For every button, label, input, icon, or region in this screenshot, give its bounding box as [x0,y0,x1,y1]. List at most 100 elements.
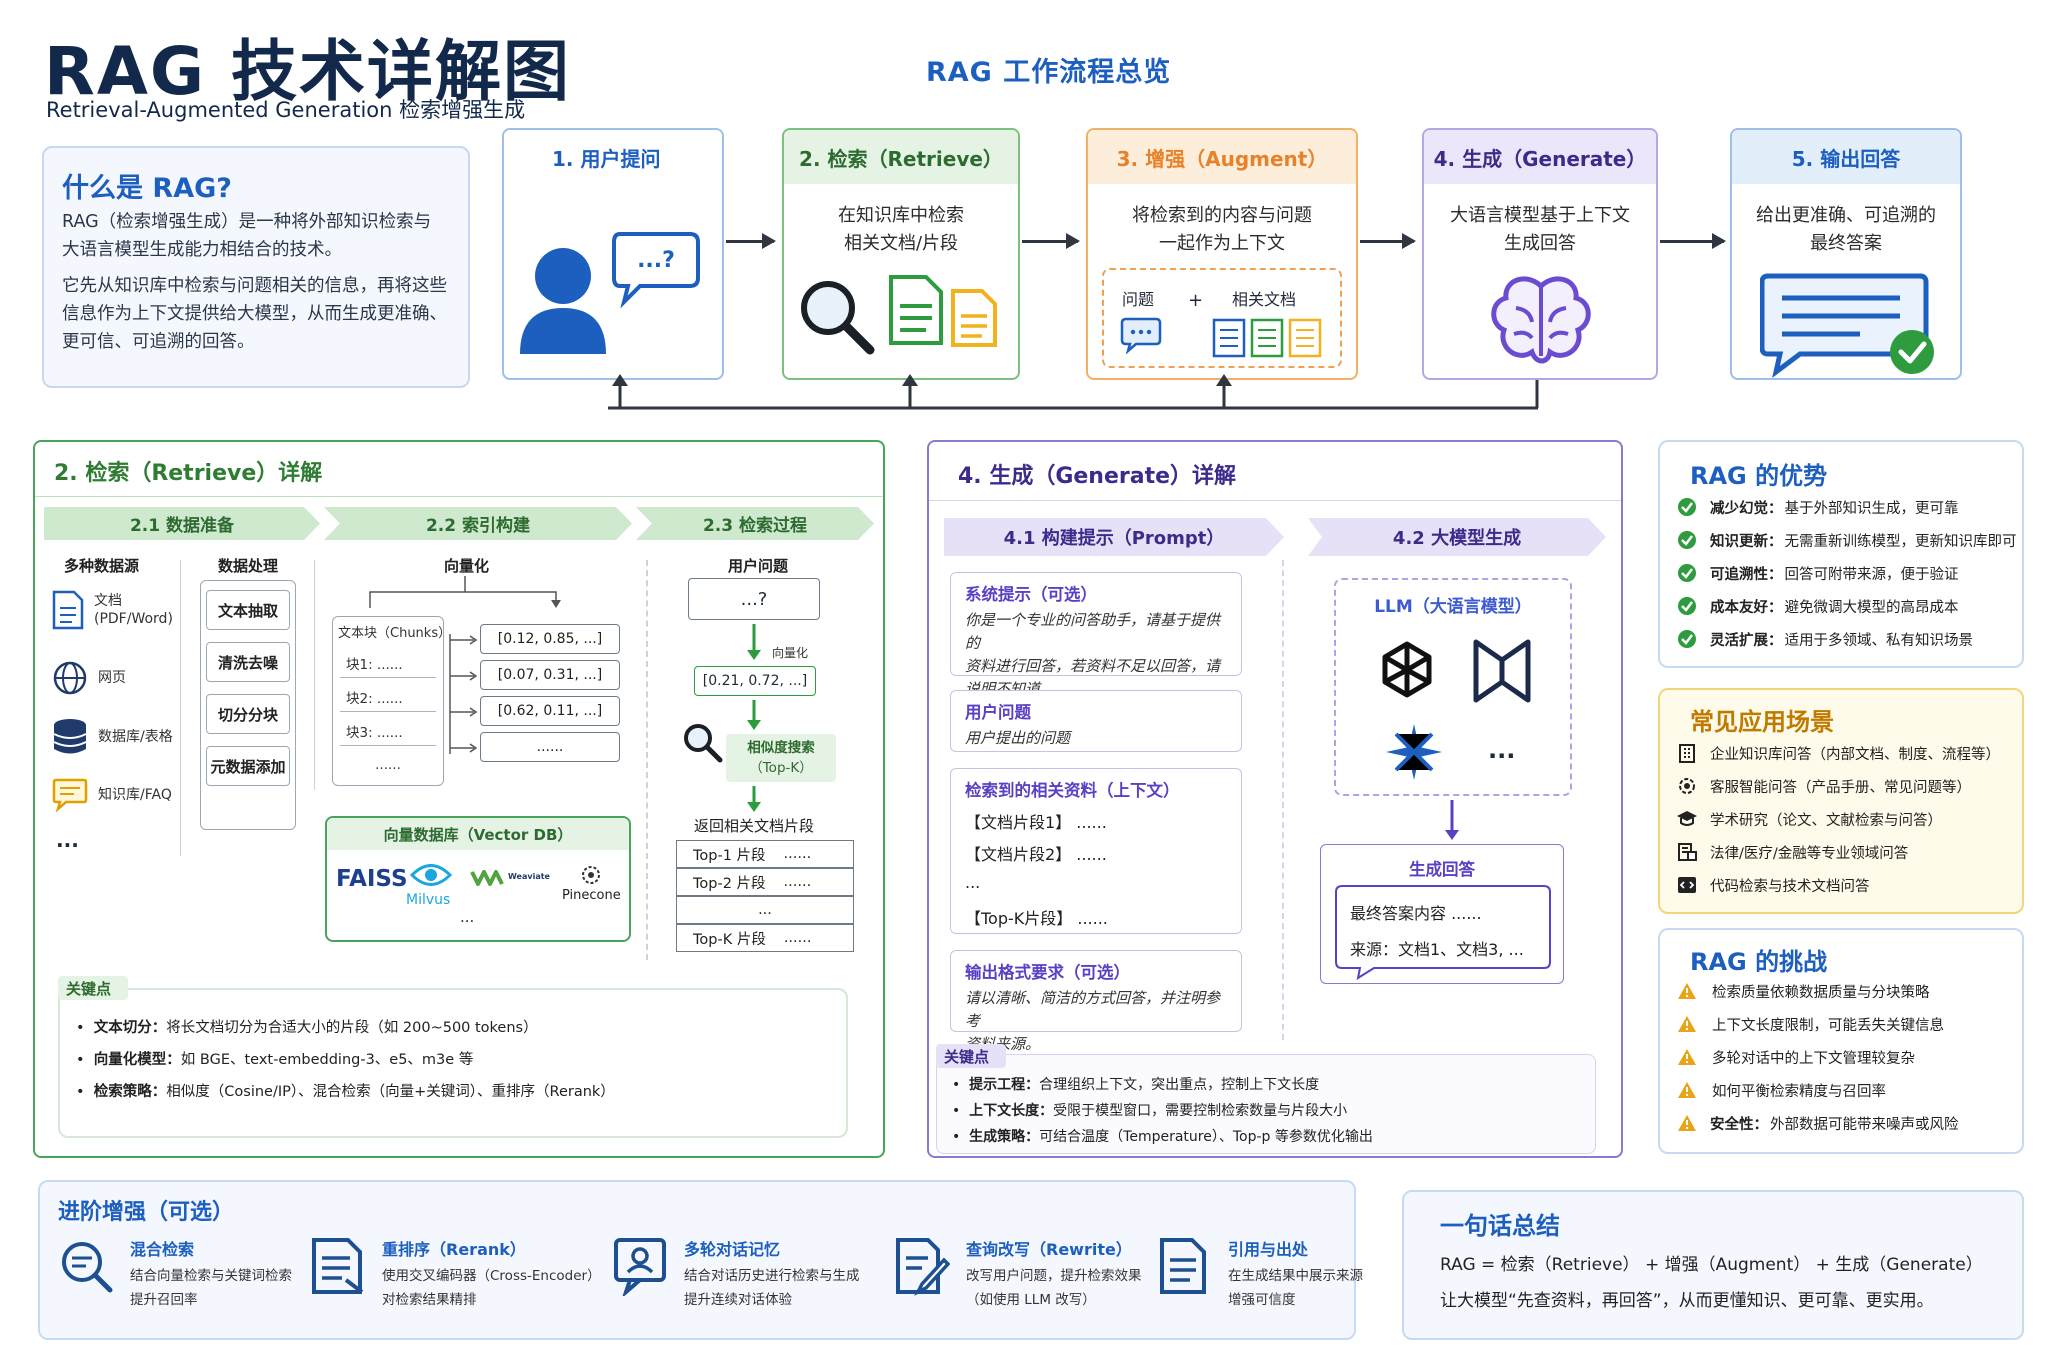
down-arrow-purple [1445,800,1459,840]
flow-step-augment: 3. 增强（Augment） 将检索到的内容与问题 一起作为上下文 问题 + 相… [1086,128,1358,380]
key-point-text: 将长文档切分为合适大小的片段（如 200~500 tokens） [166,1020,538,1036]
chat-bubble-icon [1120,317,1162,354]
text-line: （Top-K） [749,760,813,776]
key-point: • 上下文长度：受限于模型窗口，需要控制检索数量与片段大小 [952,1103,1348,1119]
text-line: 在知识库中检索 [838,205,964,226]
text-line: 在生成结果中展示来源 [1228,1268,1363,1284]
scene-item: 企业知识库问答（内部文档、制度、流程等） [1676,742,2000,764]
chunks-heading: 文本块（Chunks） [338,626,452,641]
challenge-item: 多轮对话中的上下文管理较复杂 [1676,1046,1915,1068]
chunk-row: ...... [375,757,401,773]
user-question-box: ...? [688,578,820,620]
item-text: 避免微调大模型的高昂成本 [1784,599,1959,616]
key-point-label: 文本切分： [93,1020,167,1036]
step-data-preparation: 2.1 数据准备 [44,507,320,540]
what-is-rag-title: 什么是 RAG? [62,173,232,204]
scene-item: 法律/医疗/金融等专业领域问答 [1676,841,1908,863]
down-arrow-green [747,786,761,812]
topk-value: ...... [783,874,812,890]
document-icon [52,590,84,630]
similarity-search-label: 相似度搜索 （Top-K） [726,734,836,782]
prompt-context-title: 检索到的相关资料（上下文） [965,781,1180,800]
challenge-item: 安全性：外部数据可能带来噪声或风险 [1676,1112,1959,1134]
topk-label: Top-2 片段 [693,875,766,892]
answer-check-icon [1760,273,1934,379]
enhancement-title: 引用与出处 [1228,1240,1309,1259]
document-yellow-icon [951,289,997,347]
weaviate-logo-text: Weaviate [508,872,550,881]
step-build-prompt: 4.1 构建提示（Prompt） [944,518,1284,556]
item-text: 如何平衡检索精度与召回率 [1712,1083,1886,1100]
text-line: 信息作为上下文提供给大模型，从而生成更准确、 [62,304,447,324]
text-line: 使用交叉编码器（Cross-Encoder） [382,1268,601,1284]
warning-icon [1678,1115,1696,1131]
item-text: 多轮对话中的上下文管理较复杂 [1712,1050,1915,1067]
brain-icon [1491,276,1591,364]
text-line: 提升连续对话体验 [684,1292,792,1308]
item-label: 知识更新： [1710,533,1783,550]
query-rewrite-icon [896,1238,950,1296]
question-bubble-icon [612,232,700,309]
answer-content: 最终答案内容 ...... [1350,904,1482,923]
step-retrieval-process: 2.3 检索过程 [636,507,874,540]
what-is-rag-paragraph-1: RAG（检索增强生成）是一种将外部知识检索与 大语言模型生成能力相结合的技术。 [62,208,454,264]
flow-step-generate-title: 4. 生成（Generate） [1424,130,1656,184]
prompt-question-text: 用户提出的问题 [965,729,1071,747]
text-line: 你是一个专业的问答助手，请基于提供的 [965,611,1221,652]
step-llm-generate: 4.2 大模型生成 [1308,518,1606,556]
text-line: 大语言模型基于上下文 [1450,205,1630,226]
down-arrow-green [747,624,761,660]
divider [929,500,1621,501]
advantage-item: 灵活扩展：适用于多领域、私有知识场景 [1676,628,1973,650]
scenes-panel [1658,688,2024,914]
key-point-label: 上下文长度： [969,1103,1054,1119]
openai-logo-icon [1382,641,1432,698]
text-line: 大语言模型生成能力相结合的技术。 [62,240,342,260]
enhancement-title: 混合检索 [130,1240,195,1259]
summary-formula: RAG = 检索（Retrieve） + 增强（Augment） + 生成（Ge… [1440,1255,1983,1275]
item-text: 上下文长度限制，可能丢失关键信息 [1712,1017,1944,1034]
warning-icon [1678,983,1696,999]
enhancement-title: 重排序（Rerank） [382,1240,526,1259]
enhancements-title: 进阶增强（可选） [58,1200,235,1225]
llm-title: LLM（大语言模型） [1374,597,1532,617]
key-point-text: 合理组织上下文，突出重点，控制上下文长度 [1039,1077,1320,1093]
scene-item: 学术研究（论文、文献检索与问答） [1676,808,1942,830]
user-icon [520,248,606,354]
scene-text: 客服智能问答（产品手册、常见问题等） [1710,779,1971,796]
processing-step: 清洗去噪 [206,642,290,682]
prompt-context-box: 检索到的相关资料（上下文） 【文档片段1】 ...... 【文档片段2】 ...… [950,768,1242,934]
item-label: 成本友好： [1710,599,1783,616]
flow-title: RAG 工作流程总览 [926,57,1172,88]
source-document: 文档(PDF/Word) [52,590,173,630]
key-point-label: 生成策略： [969,1129,1040,1145]
source-webpage: 网页 [52,660,126,696]
text-line: 相似度搜索 [747,740,815,756]
context-documents-icon [1212,318,1322,358]
warning-icon [1678,1082,1696,1098]
divider [1282,560,1284,1040]
item-label: 可追溯性： [1710,566,1783,583]
page-title: RAG 技术详解图 [44,33,572,110]
answer-box [1320,844,1564,984]
check-circle-icon [1678,564,1696,582]
enhancement-desc: 使用交叉编码器（Cross-Encoder）对检索结果精排 [382,1264,601,1312]
challenges-title: RAG 的挑战 [1690,948,1828,976]
text-line: 一起作为上下文 [1159,233,1285,254]
flow-step-generate: 4. 生成（Generate） 大语言模型基于上下文 生成回答 [1422,128,1658,380]
item-text: 外部数据可能带来噪声或风险 [1770,1116,1959,1133]
text-line: 生成回答 [1504,233,1576,254]
challenges-panel [1658,928,2024,1154]
context-line: 【文档片段2】 ...... [965,845,1107,864]
flow-step-ask-title: 1. 用户提问 [504,130,722,184]
vectorize-heading: 向量化 [444,557,490,575]
sources-heading: 多种数据源 [64,557,140,575]
key-point: • 向量化模型：如 BGE、text-embedding-3、e5、m3e 等 [76,1052,474,1068]
text-line: 给出更准确、可追溯的 [1756,205,1936,226]
topk-value: ...... [783,930,812,946]
key-point: • 提示工程：合理组织上下文，突出重点，控制上下文长度 [952,1077,1320,1093]
scene-item: 客服智能问答（产品手册、常见问题等） [1676,775,1971,797]
vector-db-box [325,816,631,942]
item-text: 检索质量依赖数据质量与分块策略 [1712,984,1930,1001]
scenes-title: 常见应用场景 [1690,708,1834,736]
